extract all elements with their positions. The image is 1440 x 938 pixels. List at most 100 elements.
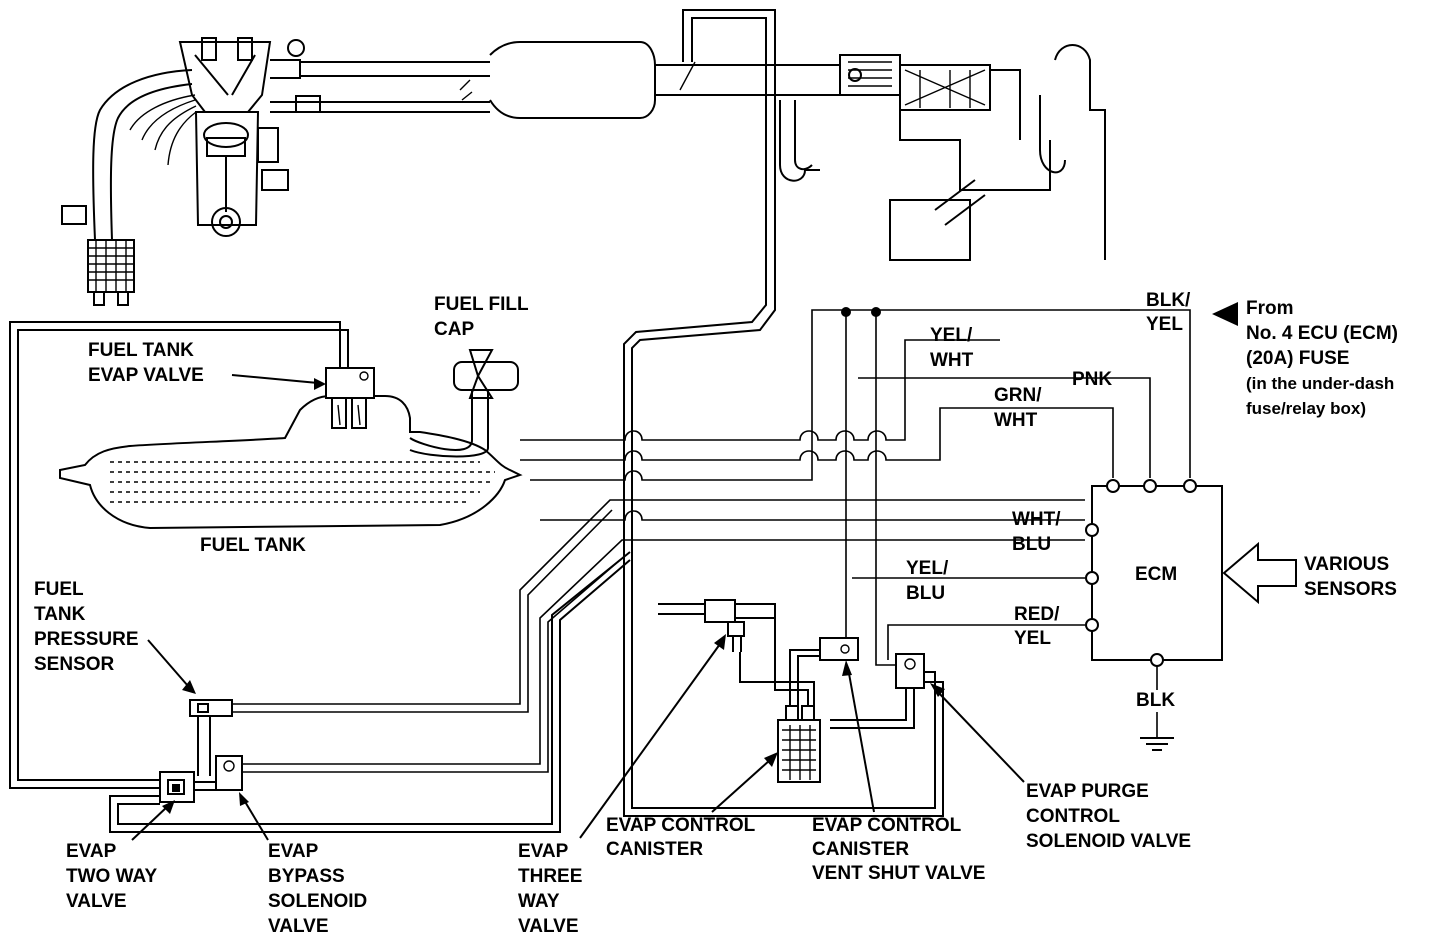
wire-blk-yel-2: YEL xyxy=(1146,314,1183,335)
svg-text:WHT: WHT xyxy=(930,350,974,371)
three-way-valve-label-3: WAY xyxy=(518,891,560,912)
ecm-label: ECM xyxy=(1135,564,1177,585)
svg-text:CANISTER: CANISTER xyxy=(812,839,909,860)
svg-text:VALVE: VALVE xyxy=(518,916,579,937)
fuel-tank-label: FUEL TANK xyxy=(200,535,306,556)
fuse-arrow xyxy=(1212,302,1238,326)
svg-text:From: From xyxy=(1246,298,1294,319)
evap-two-way-valve xyxy=(159,771,195,803)
two-way-valve-label-2: TWO WAY xyxy=(66,866,157,887)
bypass-valve-label-2: BYPASS xyxy=(268,866,345,887)
svg-text:EVAP: EVAP xyxy=(66,841,117,862)
svg-text:VENT SHUT VALVE: VENT SHUT VALVE xyxy=(812,863,985,884)
three-way-valve-label-2: THREE xyxy=(518,866,582,887)
wire-blk-yel-1: BLK/ xyxy=(1146,290,1191,311)
svg-text:BLU: BLU xyxy=(906,583,945,604)
fuse-label-3: (20A) FUSE xyxy=(1246,348,1349,369)
svg-text:CAP: CAP xyxy=(434,319,474,340)
purge-valve-label-2: CONTROL xyxy=(1026,806,1120,827)
svg-text:WAY: WAY xyxy=(518,891,560,912)
two-way-valve-label-3: VALVE xyxy=(66,891,127,912)
ecm-module xyxy=(1085,479,1223,751)
wire-red-yel-1: RED/ xyxy=(1014,604,1060,625)
svg-text:GRN/: GRN/ xyxy=(994,385,1042,406)
wire-harness xyxy=(232,307,1191,773)
svg-text:VALVE: VALVE xyxy=(66,891,127,912)
two-way-valve-label-1: EVAP xyxy=(66,841,117,862)
evap-control-canister xyxy=(739,618,821,783)
fuel-fill-cap xyxy=(409,349,519,458)
evap-bypass-solenoid-valve xyxy=(215,755,243,791)
engine-assembly xyxy=(61,37,840,306)
vent-shut-valve-label-1: EVAP CONTROL xyxy=(812,815,962,836)
pressure-sensor-label-4: SENSOR xyxy=(34,654,115,675)
svg-text:WHT/: WHT/ xyxy=(1012,509,1061,530)
svg-text:EVAP: EVAP xyxy=(518,841,569,862)
svg-text:THREE: THREE xyxy=(518,866,582,887)
ground-label: BLK xyxy=(1136,690,1175,711)
vent-line xyxy=(17,329,349,781)
evap-purge-control-solenoid-valve xyxy=(830,653,944,730)
wire-yel-blu-2: BLU xyxy=(906,583,945,604)
purge-valve-label-3: SOLENOID VALVE xyxy=(1026,831,1191,852)
svg-text:BLU: BLU xyxy=(1012,534,1051,555)
svg-text:(in the under-dash: (in the under-dash xyxy=(1246,374,1394,393)
svg-text:BYPASS: BYPASS xyxy=(268,866,345,887)
fuse-label-4: (in the under-dash xyxy=(1246,374,1394,393)
canister-label-2: CANISTER xyxy=(606,839,703,860)
bypass-valve-label-1: EVAP xyxy=(268,841,319,862)
fuel-tank-evap-valve-label-1: FUEL TANK xyxy=(88,340,194,361)
canister-label-1: EVAP CONTROL xyxy=(606,815,756,836)
fuel-tank-pressure-sensor xyxy=(189,699,233,717)
bypass-valve-label-3: SOLENOID xyxy=(268,891,367,912)
various-sensors-label-1: VARIOUS xyxy=(1304,554,1389,575)
svg-text:YEL/: YEL/ xyxy=(930,325,973,346)
wire-wht-blu-2: BLU xyxy=(1012,534,1051,555)
fuel-fill-cap-label-1: FUEL FILL xyxy=(434,294,529,315)
svg-text:FUEL TANK: FUEL TANK xyxy=(88,340,194,361)
svg-text:EVAP PURGE: EVAP PURGE xyxy=(1026,781,1149,802)
fuse-label-2: No. 4 ECU (ECM) xyxy=(1246,323,1398,344)
pressure-sensor-label-3: PRESSURE xyxy=(34,629,139,650)
purge-hose xyxy=(631,9,936,809)
svg-text:FUEL: FUEL xyxy=(34,579,84,600)
vent-shut-valve-label-2: CANISTER xyxy=(812,839,909,860)
svg-text:fuse/relay box): fuse/relay box) xyxy=(1246,399,1366,418)
svg-text:CANISTER: CANISTER xyxy=(606,839,703,860)
svg-text:EVAP: EVAP xyxy=(268,841,319,862)
svg-text:YEL/: YEL/ xyxy=(906,558,949,579)
wire-pnk: PNK xyxy=(1072,369,1112,390)
fuel-tank-evap-valve-label-2: EVAP VALVE xyxy=(88,365,204,386)
purge-valve-label-1: EVAP PURGE xyxy=(1026,781,1149,802)
evap-canister-vent-shut-valve xyxy=(819,637,859,661)
svg-text:VALVE: VALVE xyxy=(268,916,329,937)
svg-text:EVAP CONTROL: EVAP CONTROL xyxy=(606,815,756,836)
wire-grn-wht-1: GRN/ xyxy=(994,385,1042,406)
pressure-sensor-label-1: FUEL xyxy=(34,579,84,600)
svg-text:No. 4 ECU (ECM): No. 4 ECU (ECM) xyxy=(1246,323,1398,344)
svg-text:TWO WAY: TWO WAY xyxy=(66,866,157,887)
wire-red-yel-2: YEL xyxy=(1014,628,1051,649)
svg-text:CONTROL: CONTROL xyxy=(1026,806,1120,827)
fuel-tank xyxy=(59,395,523,530)
three-way-valve-label-4: VALVE xyxy=(518,916,579,937)
svg-text:YEL: YEL xyxy=(1146,314,1183,335)
various-sensors-arrow xyxy=(1222,541,1297,605)
svg-text:BLK/: BLK/ xyxy=(1146,290,1191,311)
fuse-label-5: fuse/relay box) xyxy=(1246,399,1366,418)
fuel-fill-cap-label-2: CAP xyxy=(434,319,474,340)
wire-yel-wht-1: YEL/ xyxy=(930,325,973,346)
svg-text:WHT: WHT xyxy=(994,410,1038,431)
wire-yel-blu-1: YEL/ xyxy=(906,558,949,579)
svg-text:VARIOUS: VARIOUS xyxy=(1304,554,1389,575)
svg-text:SOLENOID VALVE: SOLENOID VALVE xyxy=(1026,831,1191,852)
svg-text:SOLENOID: SOLENOID xyxy=(268,891,367,912)
engine-right-components xyxy=(779,44,1106,261)
fuse-label-1: From xyxy=(1246,298,1294,319)
evap-three-way-valve xyxy=(658,599,776,652)
svg-text:SENSORS: SENSORS xyxy=(1304,579,1397,600)
vent-shut-valve-label-3: VENT SHUT VALVE xyxy=(812,863,985,884)
svg-text:TANK: TANK xyxy=(34,604,86,625)
three-way-valve-label-1: EVAP xyxy=(518,841,569,862)
